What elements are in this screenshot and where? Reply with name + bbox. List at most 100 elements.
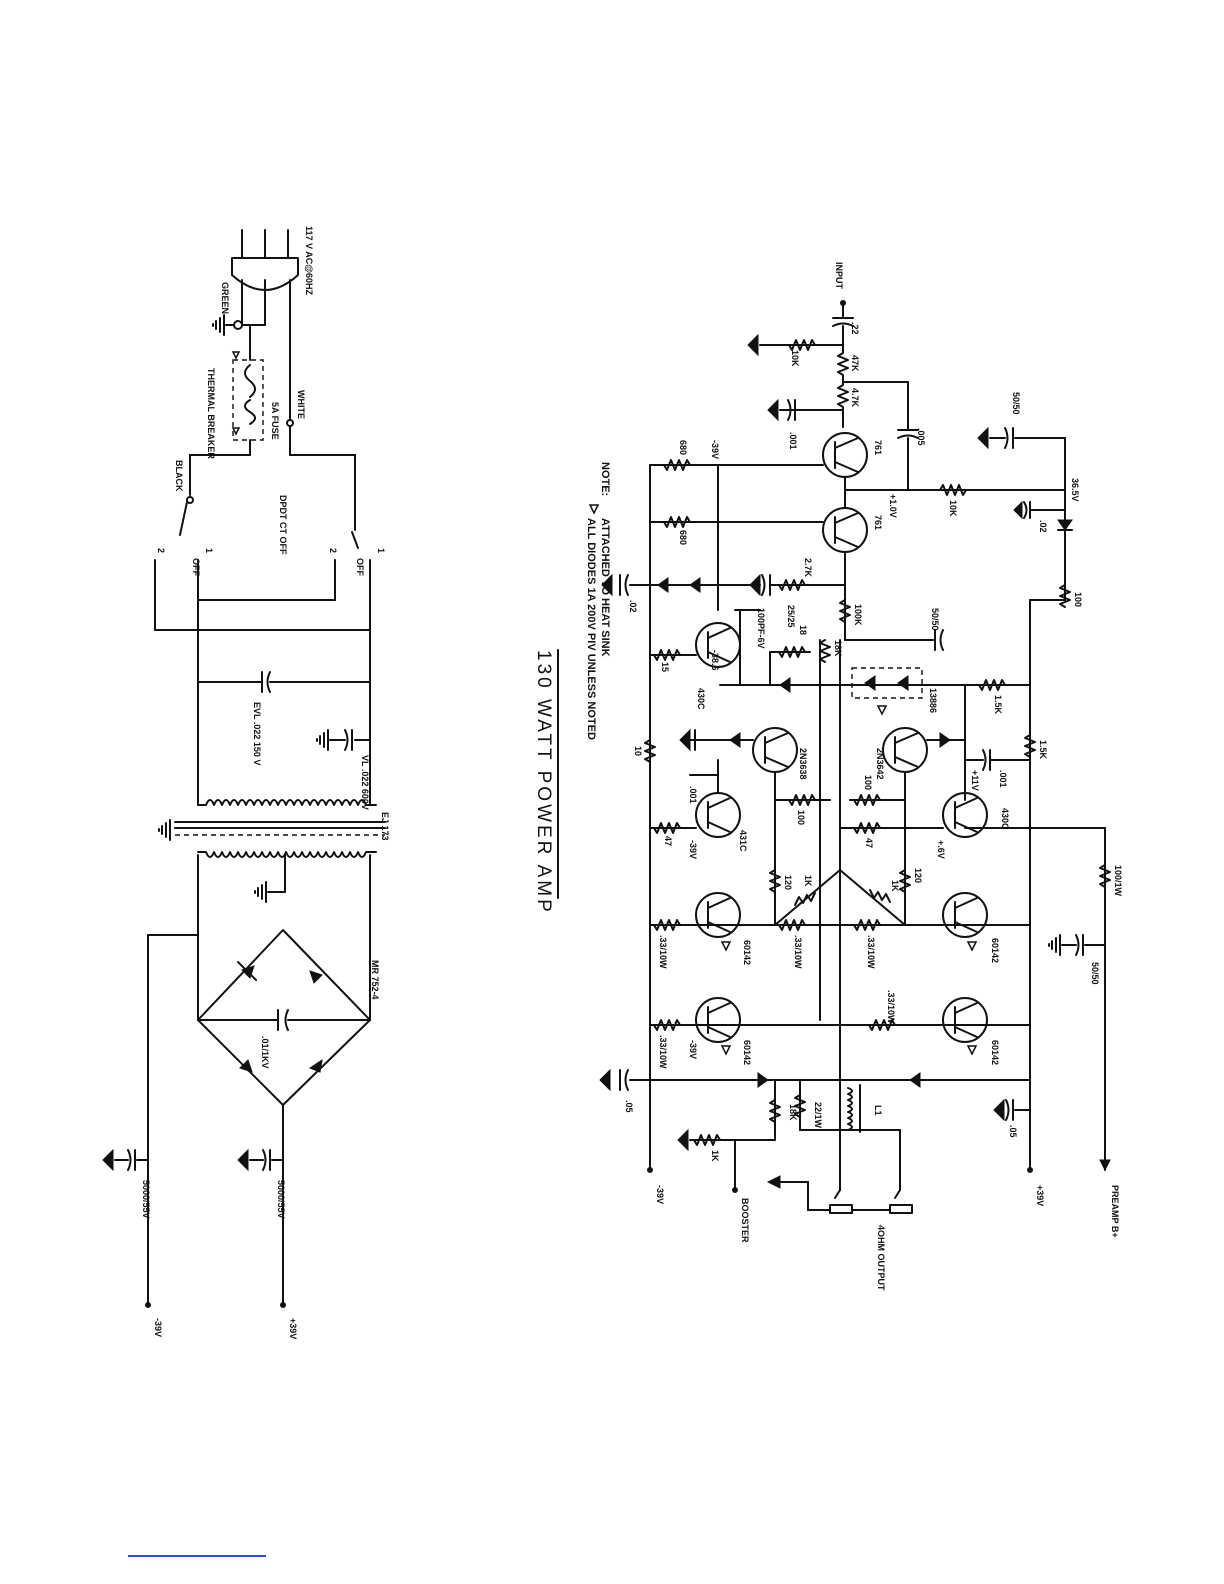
- resistor-label: 18: [798, 625, 808, 635]
- voltage-label: +11V: [970, 770, 980, 791]
- cap-label: .001: [788, 432, 798, 450]
- resistor-label: 1K: [803, 875, 813, 887]
- power-amp-section: INPUT .22 10K 47K 4.7K .005 .001: [599, 262, 1123, 1291]
- ground-symbol: [977, 426, 989, 450]
- note-label: NOTE:: [599, 462, 611, 496]
- transistor-label: 761: [873, 515, 883, 530]
- cap-label: .001: [998, 770, 1008, 788]
- mains-plug: [231, 257, 299, 291]
- cap-label: 50/50: [1011, 392, 1021, 415]
- resistor-label: 18K: [788, 1104, 798, 1121]
- note-block: NOTE: ATTACHED TO HEAT SINK ALL DIODES 1…: [585, 462, 611, 740]
- transistor-2n3642: [882, 727, 928, 773]
- bridge-cap-label: .01/1KV: [260, 1036, 270, 1069]
- switch-pin-label: 1: [204, 548, 214, 553]
- transistor-label: 2N3642: [875, 748, 885, 780]
- transistor-60142-d: [942, 997, 988, 1043]
- voltage-label: 36.5V: [1070, 478, 1080, 502]
- amp-rail-neg-label: -39V: [655, 1185, 665, 1204]
- resistor-label: 10: [633, 746, 643, 756]
- footer-link-underline[interactable]: [128, 1555, 266, 1557]
- amp-rail-pos-label: +39V: [1035, 1185, 1045, 1206]
- resistor-label: 100K: [853, 604, 863, 626]
- ground-symbol: [1048, 934, 1061, 956]
- voltage-label: -38.6: [710, 650, 720, 671]
- ground-symbol: [1013, 500, 1023, 520]
- cap-evl-label: EVL .022 150 V: [252, 702, 262, 765]
- switch-off-label-b: OFF: [355, 558, 365, 576]
- resistor-label: 47K: [850, 355, 860, 372]
- transistor-431c: [695, 792, 741, 838]
- ps-rail-neg-label: -39V: [153, 1318, 163, 1337]
- cap-label: 100PF-6V: [756, 608, 766, 649]
- resistor-label: 100: [1073, 592, 1083, 607]
- heat-sink-triangle-icon: [588, 504, 600, 515]
- resistor-label: .33/10W: [658, 1035, 668, 1069]
- ground-symbol: [749, 573, 761, 597]
- resistor-label: 1K: [890, 880, 900, 892]
- transistor-2n3638: [752, 727, 798, 773]
- cap-label: 50/50: [930, 608, 940, 631]
- input-cap-label: .22: [850, 322, 860, 335]
- bridge-rectifier: [197, 929, 371, 1106]
- resistor-label: 10K: [790, 350, 800, 367]
- transformer: [158, 799, 386, 858]
- ground-symbol: [316, 729, 329, 751]
- resistor-label: 120: [783, 875, 793, 890]
- resistor-label: 4.7K: [850, 388, 860, 408]
- transistor-q2: [822, 507, 868, 553]
- resistor-label: 18K: [833, 640, 843, 657]
- transistor-label: 430C: [696, 688, 706, 710]
- heat-sink-triangle-icon: [231, 427, 241, 436]
- ps-rail-pos-label: +39V: [288, 1318, 298, 1339]
- transistor-label: 761: [873, 440, 883, 455]
- resistor-label: 1K: [710, 1150, 720, 1162]
- transistor-label: 431C: [738, 830, 748, 852]
- filter-cap-pos-label: 5000/55V: [276, 1180, 286, 1219]
- resistor-label: 47: [663, 836, 673, 846]
- voltage-label: -39V: [710, 440, 720, 459]
- transistor-label: 60142: [990, 938, 1000, 963]
- resistor-label: 680: [678, 440, 688, 455]
- black-label: BLACK: [174, 460, 184, 492]
- note-line-1: ATTACHED TO HEAT SINK: [599, 518, 611, 657]
- ground-symbol: [599, 1068, 611, 1092]
- resistor-label: 22/1W: [813, 1102, 823, 1129]
- bridge-label: MR 752-4: [370, 960, 380, 1000]
- switch-pin-label: 2: [156, 548, 166, 553]
- resistor-label: 100: [863, 775, 873, 790]
- input-label: INPUT: [834, 262, 844, 290]
- ground-symbol: [679, 728, 691, 752]
- resistor-label: .33/10W: [866, 935, 876, 969]
- resistor-label: .33/10W: [793, 935, 803, 969]
- diode-label: 13886: [928, 688, 938, 713]
- resistor-label: .33/10W: [658, 935, 668, 969]
- cap-label: .05: [624, 1100, 634, 1113]
- switch-off-label-a: OFF: [191, 558, 201, 576]
- cap-label: .005: [916, 428, 926, 446]
- transistor-label: 60142: [990, 1040, 1000, 1065]
- transistor-60142-c: [942, 892, 988, 938]
- voltage-label: -39V: [688, 1040, 698, 1059]
- cap-label: .001: [688, 786, 698, 804]
- resistor-label: 2.7K: [803, 558, 813, 578]
- voltage-label: +1.0V: [888, 494, 898, 518]
- transformer-label: EJ 173: [380, 812, 390, 841]
- transistor-60142-a: [695, 892, 741, 938]
- resistor-label: 120: [913, 868, 923, 883]
- resistor-label: 47: [864, 838, 874, 848]
- resistor-label: .33/10W: [886, 990, 896, 1024]
- switch-pin-label: 2: [328, 548, 338, 553]
- output-ground-icon: [766, 1175, 781, 1189]
- ground-symbol: [993, 1098, 1005, 1122]
- ground-symbol: [102, 1148, 114, 1172]
- white-label: WHITE: [296, 390, 306, 419]
- green-label: GREEN: [220, 282, 230, 314]
- resistor-label: 1.5K: [993, 695, 1003, 715]
- ground-symbol: [212, 314, 225, 336]
- ground-symbol: [767, 398, 779, 422]
- resistor-label: 1.5K: [1038, 740, 1048, 760]
- heat-sink-triangle-icon: [231, 351, 241, 360]
- transistor-60142-b: [695, 997, 741, 1043]
- output-label: 4OHM OUTPUT: [876, 1225, 886, 1291]
